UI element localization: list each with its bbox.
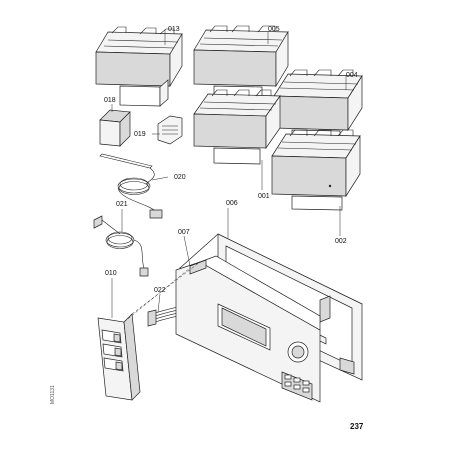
leader-lines	[111, 30, 347, 318]
module-005	[193, 25, 289, 101]
page-number: 237	[350, 422, 364, 431]
module-001	[193, 89, 281, 165]
label-020: 020	[174, 174, 186, 181]
label-019: 019	[134, 131, 146, 138]
label-001: 001	[258, 193, 270, 200]
label-006: 006	[226, 200, 238, 207]
label-013: 013	[168, 26, 180, 33]
part-018	[99, 109, 131, 147]
drawing-id: MO1131	[50, 385, 56, 404]
part-020	[99, 153, 163, 219]
part-021	[93, 215, 149, 277]
label-005: 005	[268, 26, 280, 33]
part-019	[157, 115, 183, 145]
label-002: 002	[335, 238, 347, 245]
label-018: 018	[104, 97, 116, 104]
part-010	[97, 313, 141, 401]
module-004	[273, 69, 363, 145]
label-021: 021	[116, 201, 128, 208]
front-panel	[175, 255, 321, 403]
module-002	[271, 129, 361, 211]
label-007: 007	[178, 229, 190, 236]
label-010: 010	[105, 270, 117, 277]
label-022: 022	[154, 287, 166, 294]
module-013	[95, 26, 183, 107]
label-004: 004	[346, 72, 358, 79]
